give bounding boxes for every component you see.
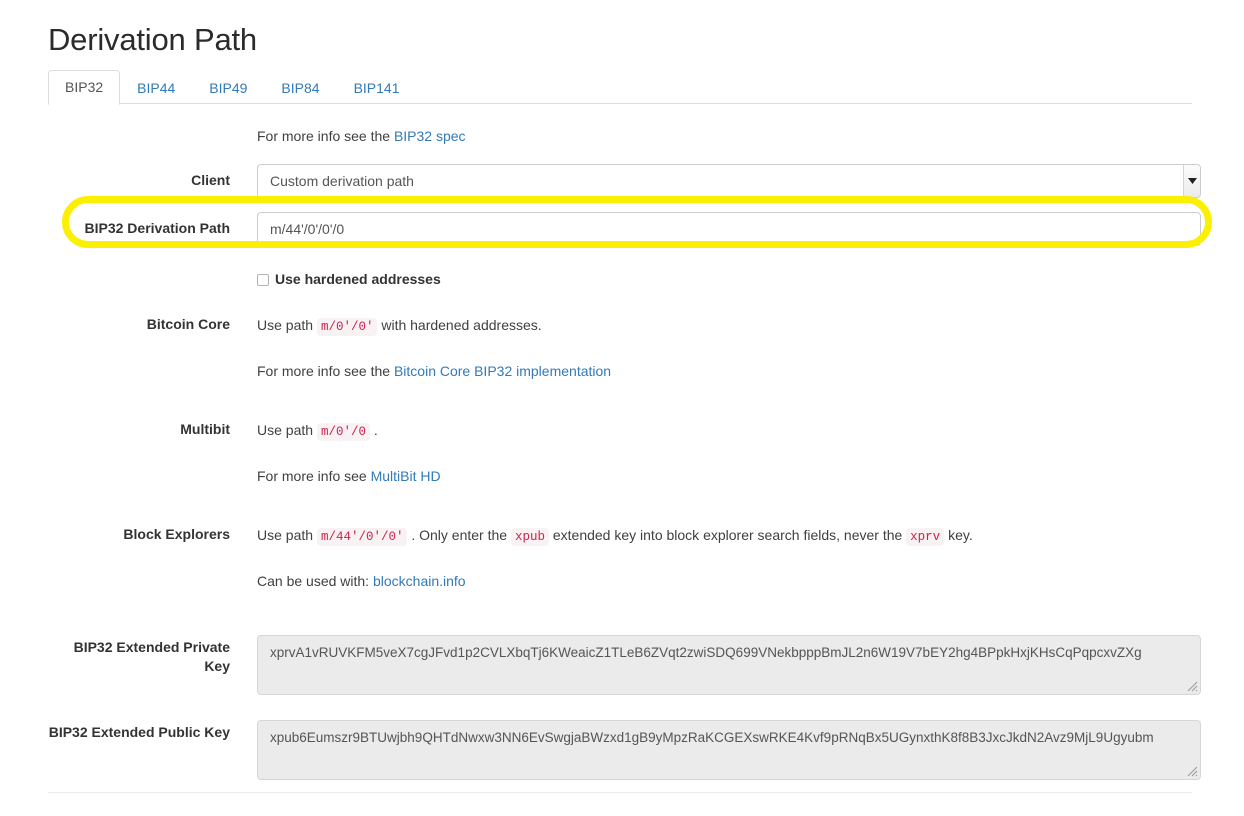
- extended-public-key-label: BIP32 Extended Public Key: [48, 724, 230, 740]
- tab-bip49[interactable]: BIP49: [209, 80, 248, 96]
- multibit-path-code: m/0'/0: [316, 423, 370, 441]
- bitcoin-core-path-text: Use path m/0'/0' with hardened addresses…: [257, 315, 1192, 337]
- block-explorers-row: Block Explorers Use path m/44'/0'/0' . O…: [48, 525, 1192, 591]
- tab-bip84[interactable]: BIP84: [281, 80, 320, 96]
- multibit-info-prefix: For more info see: [257, 468, 371, 484]
- intro-text-prefix: For more info see the: [257, 128, 394, 144]
- page-title: Derivation Path: [48, 22, 257, 57]
- extended-public-key-textarea[interactable]: xpub6Eumszr9BTUwjbh9QHTdNwxw3NN6EvSwgjaB…: [257, 720, 1201, 780]
- multibit-info-text: For more info see MultiBit HD: [257, 442, 1192, 486]
- multibit-path-text: Use path m/0'/0 .: [257, 420, 1192, 442]
- use-hardened-addresses-checkbox[interactable]: Use hardened addresses: [257, 268, 1192, 289]
- block-explorers-path-mid2: extended key into block explorer search …: [548, 527, 907, 543]
- bitcoin-core-label: Bitcoin Core: [146, 316, 230, 332]
- block-explorers-path-prefix: Use path: [257, 527, 317, 543]
- intro-row: For more info see the BIP32 spec: [48, 126, 1192, 150]
- derivation-path-input[interactable]: [257, 212, 1201, 246]
- block-explorers-path-text: Use path m/44'/0'/0' . Only enter the xp…: [257, 525, 1192, 547]
- client-select[interactable]: Custom derivation path: [257, 164, 1201, 198]
- multibit-row: Multibit Use path m/0'/0 . For more info…: [48, 420, 1192, 486]
- multibit-hd-link[interactable]: MultiBit HD: [370, 468, 441, 484]
- derivation-tabs: BIP32 BIP44 BIP49 BIP84 BIP141: [48, 70, 1192, 105]
- bip32-form: For more info see the BIP32 spec Client …: [48, 126, 1201, 780]
- extended-public-key-wrap: xpub6Eumszr9BTUwjbh9QHTdNwxw3NN6EvSwgjaB…: [257, 720, 1201, 780]
- bitcoin-core-implementation-link[interactable]: Bitcoin Core BIP32 implementation: [393, 363, 612, 379]
- block-explorers-path-mid1: . Only enter the: [407, 527, 511, 543]
- derivation-path-row: BIP32 Derivation Path: [48, 212, 1201, 246]
- bitcoin-core-path-suffix: with hardened addresses.: [377, 317, 542, 333]
- block-explorers-info-prefix: Can be used with:: [257, 573, 373, 589]
- multibit-label: Multibit: [180, 421, 230, 437]
- bitcoin-core-path-code: m/0'/0': [316, 318, 378, 336]
- intro-text: For more info see the BIP32 spec: [257, 126, 1192, 146]
- client-label: Client: [191, 172, 230, 188]
- tab-bip32[interactable]: BIP32: [48, 70, 121, 105]
- block-explorers-info-text: Can be used with: blockchain.info: [257, 547, 1192, 591]
- multibit-path-prefix: Use path: [257, 422, 317, 438]
- tab-bip44[interactable]: BIP44: [137, 80, 176, 96]
- derivation-path-label: BIP32 Derivation Path: [84, 220, 231, 236]
- section-divider: [48, 792, 1192, 793]
- client-select-wrap: Custom derivation path: [257, 164, 1201, 198]
- blockchain-info-link[interactable]: blockchain.info: [372, 573, 466, 589]
- block-explorers-path-code: m/44'/0'/0': [316, 528, 408, 546]
- xpub-code: xpub: [510, 528, 549, 546]
- bitcoin-core-info-text: For more info see the Bitcoin Core BIP32…: [257, 337, 1192, 381]
- client-row: Client Custom derivation path: [48, 164, 1201, 198]
- hardened-row: Use hardened addresses: [48, 268, 1192, 289]
- intro-row-spacer: [48, 126, 245, 133]
- bip32-spec-link[interactable]: BIP32 spec: [393, 128, 466, 144]
- extended-private-key-textarea[interactable]: xprvA1vRUVKFM5veX7cgJFvd1p2CVLXbqTj6KWea…: [257, 635, 1201, 695]
- block-explorers-label: Block Explorers: [123, 526, 230, 542]
- bitcoin-core-row: Bitcoin Core Use path m/0'/0' with harde…: [48, 315, 1192, 381]
- extended-private-key-row: BIP32 Extended Private Key xprvA1vRUVKFM…: [48, 635, 1201, 695]
- tab-bip141[interactable]: BIP141: [353, 80, 400, 96]
- extended-private-key-label: BIP32 Extended Private Key: [73, 639, 230, 674]
- block-explorers-path-suffix: key.: [944, 527, 973, 543]
- extended-private-key-wrap: xprvA1vRUVKFM5veX7cgJFvd1p2CVLXbqTj6KWea…: [257, 635, 1201, 695]
- bitcoin-core-path-prefix: Use path: [257, 317, 317, 333]
- bitcoin-core-info-prefix: For more info see the: [257, 363, 394, 379]
- xprv-code: xprv: [906, 528, 945, 546]
- multibit-path-suffix: .: [369, 422, 378, 438]
- use-hardened-addresses-label: Use hardened addresses: [275, 271, 441, 287]
- use-hardened-addresses-input[interactable]: [257, 273, 269, 286]
- extended-public-key-row: BIP32 Extended Public Key xpub6Eumszr9BT…: [48, 720, 1201, 780]
